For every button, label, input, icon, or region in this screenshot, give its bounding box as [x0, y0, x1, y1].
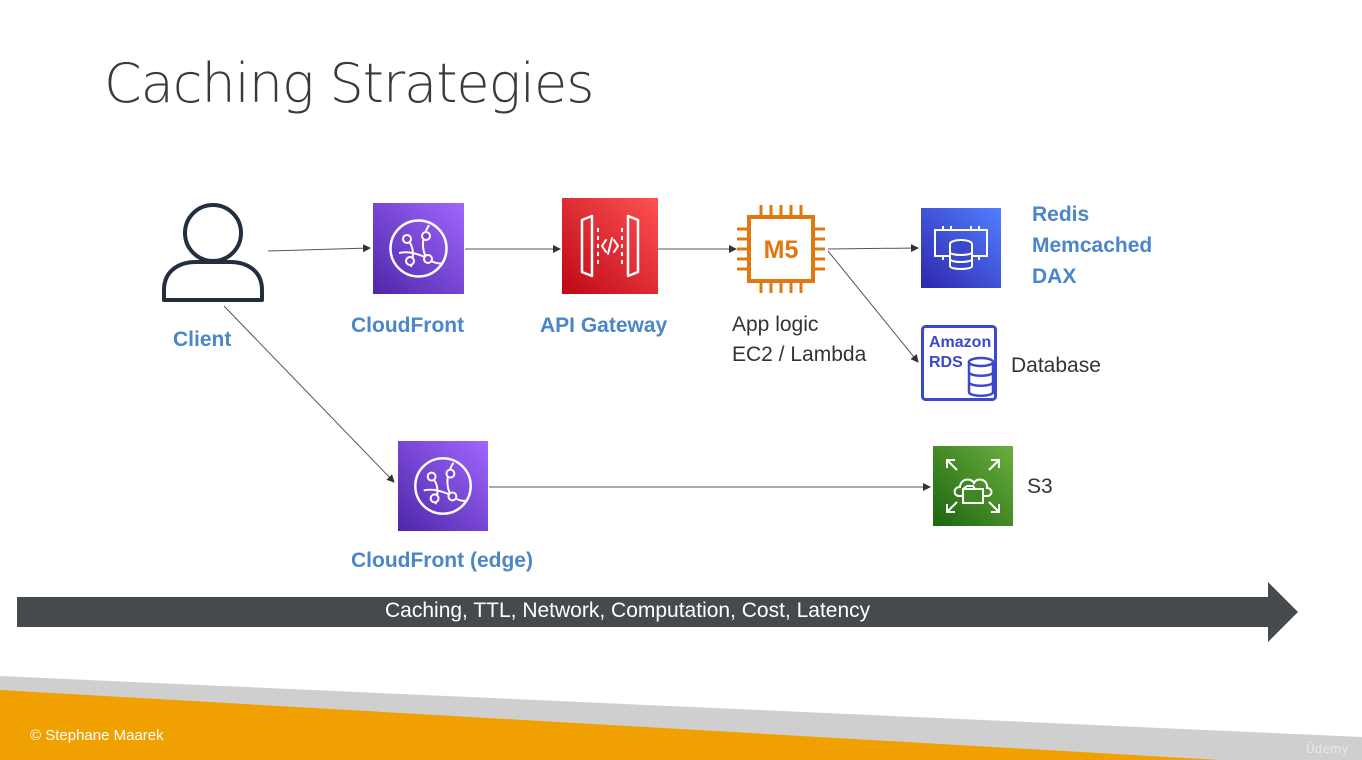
api-gateway-label: API Gateway	[540, 314, 668, 337]
arrow-client-to-cloudfront-edge	[223, 305, 395, 483]
ec2-lambda-label: EC2 / Lambda	[732, 343, 867, 366]
copyright-text: © Stephane Maarek	[30, 727, 164, 744]
rds-icon: Amazon RDS	[921, 325, 997, 401]
app-logic-label: App logic	[732, 313, 819, 336]
ec2-chip-icon: M5	[737, 205, 825, 293]
user-icon	[162, 203, 264, 302]
dax-label: DAX	[1032, 265, 1077, 288]
ec2-badge: M5	[764, 236, 799, 264]
api-gateway-icon	[562, 198, 658, 294]
cloudfront-edge-icon	[398, 441, 488, 531]
redis-label: Redis	[1032, 203, 1090, 226]
memcached-label: Memcached	[1032, 234, 1153, 257]
elasticache-icon	[921, 208, 1001, 288]
cloudfront-label: CloudFront	[351, 314, 465, 337]
rds-text: RDS	[929, 354, 963, 371]
arrow-app-to-database	[827, 250, 919, 363]
database-label: Database	[1011, 354, 1101, 377]
rds-amazon-text: Amazon	[929, 334, 991, 351]
s3-icon	[933, 446, 1013, 526]
banner-text: Caching, TTL, Network, Computation, Cost…	[385, 599, 871, 622]
footer-orange-wedge	[0, 690, 1220, 760]
arrow-app-to-cache	[827, 244, 919, 253]
arrow-client-to-cloudfront	[267, 244, 371, 253]
cloudfront-icon	[373, 203, 464, 294]
s3-label: S3	[1027, 475, 1053, 498]
udemy-watermark: Ūdemy	[1306, 742, 1349, 756]
client-label: Client	[173, 328, 232, 351]
cloudfront-edge-label: CloudFront (edge)	[351, 549, 533, 572]
database-cylinder-icon	[967, 356, 995, 397]
slide-title: Caching Strategies	[104, 52, 594, 115]
